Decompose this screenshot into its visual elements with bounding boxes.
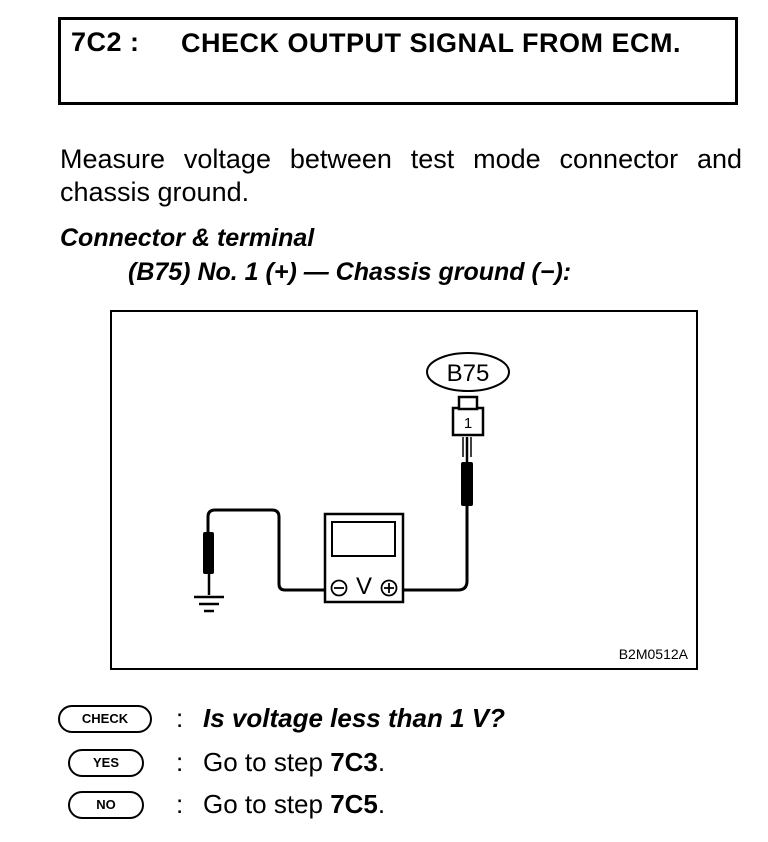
yes-answer-suffix: . <box>377 747 386 777</box>
check-colon: : <box>176 703 184 733</box>
check-badge: CHECK <box>58 705 152 733</box>
positive-probe <box>461 462 473 506</box>
no-target-step: 7C5 <box>330 789 378 819</box>
connector-pin-number: 1 <box>464 415 472 432</box>
ground-probe <box>203 532 214 574</box>
no-answer: Go to step 7C5. <box>203 789 385 820</box>
instruction-text: Measure voltage between test mode connec… <box>60 144 742 207</box>
yes-answer: Go to step 7C3. <box>203 747 385 778</box>
figure-code: B2M0512A <box>618 646 688 662</box>
no-answer-prefix: Go to step <box>203 789 331 819</box>
check-question: Is voltage less than 1 V? <box>203 703 505 733</box>
step-header-box: 7C2 : CHECK OUTPUT SIGNAL FROM ECM. <box>58 17 738 105</box>
diagram-svg: V 1 B75 <box>194 352 510 613</box>
no-answer-suffix: . <box>377 789 386 819</box>
connector-spec: (B75) No. 1 (+) — Chassis ground (−): <box>128 258 572 286</box>
connector-label: B75 <box>447 360 490 387</box>
voltmeter-icon: V <box>323 512 405 604</box>
yes-colon: : <box>176 747 184 777</box>
negative-lead-wire <box>206 508 325 592</box>
yes-answer-prefix: Go to step <box>203 747 331 777</box>
step-title: CHECK OUTPUT SIGNAL FROM ECM. <box>181 28 681 58</box>
step-code: 7C2 : <box>71 27 140 57</box>
wiring-diagram: V 1 B75 B2M0512A <box>110 310 698 670</box>
yes-target-step: 7C3 <box>330 747 378 777</box>
positive-lead-wire <box>403 506 469 592</box>
yes-badge: YES <box>68 749 144 777</box>
no-colon: : <box>176 789 184 819</box>
ground-symbol-icon <box>194 574 224 613</box>
connector-heading: Connector & terminal <box>60 224 315 252</box>
connector-b75: 1 <box>451 395 485 437</box>
voltmeter-symbol: V <box>356 573 372 600</box>
connector-label-bubble <box>426 352 510 392</box>
no-badge: NO <box>68 791 144 819</box>
